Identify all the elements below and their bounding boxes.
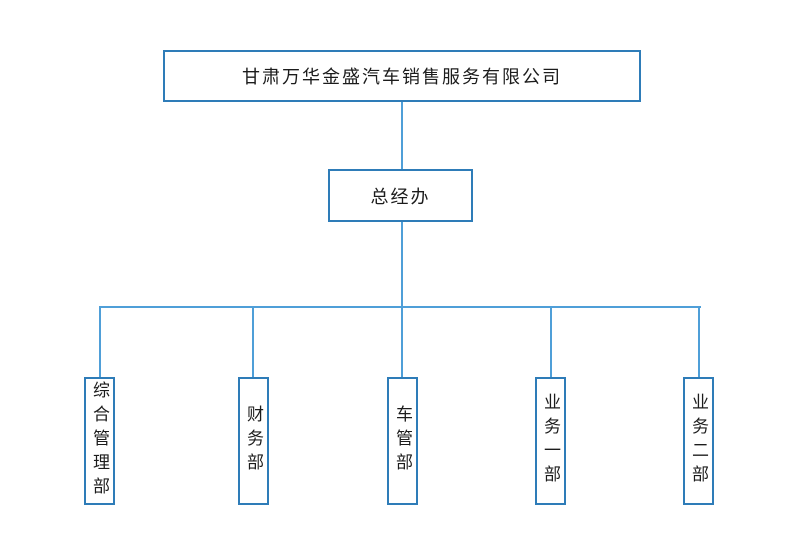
- org-node-gm-label: 总经办: [370, 186, 431, 207]
- org-node-dept-vehicle-management: 车管部: [387, 377, 418, 505]
- org-node-dept-label: 业务一部: [541, 393, 560, 489]
- connector-company-to-gm: [401, 102, 403, 169]
- connector-drop-dept-5: [698, 307, 700, 378]
- org-node-general-manager-office: 总经办: [328, 169, 473, 222]
- org-node-dept-finance: 财务部: [238, 377, 269, 505]
- connector-drop-dept-2: [252, 307, 254, 378]
- org-node-dept-label: 业务二部: [689, 393, 708, 489]
- connector-drop-dept-4: [550, 307, 552, 378]
- connector-gm-spine: [401, 222, 403, 378]
- connector-drop-dept-1: [99, 307, 101, 378]
- org-node-dept-label: 综合管理部: [90, 381, 109, 501]
- org-node-company: 甘肃万华金盛汽车销售服务有限公司: [163, 50, 641, 102]
- org-node-dept-business-2: 业务二部: [683, 377, 714, 505]
- org-node-company-label: 甘肃万华金盛汽车销售服务有限公司: [242, 67, 562, 87]
- org-node-dept-label: 财务部: [244, 405, 263, 477]
- org-node-dept-label: 车管部: [393, 405, 412, 477]
- connector-branch-horizontal: [99, 306, 701, 308]
- org-node-dept-general-management: 综合管理部: [84, 377, 115, 505]
- org-node-dept-business-1: 业务一部: [535, 377, 566, 505]
